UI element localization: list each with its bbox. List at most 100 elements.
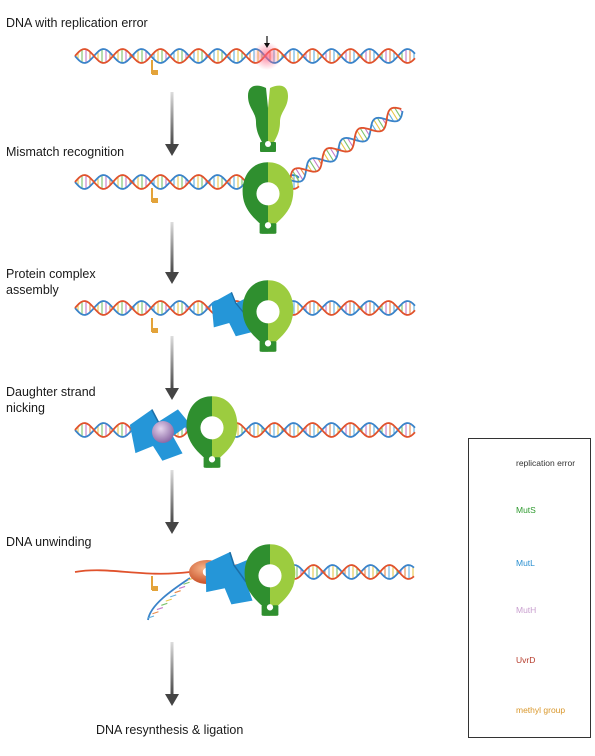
arrow-shaft [170, 222, 174, 274]
base-pair-rung [152, 611, 159, 615]
muts-icon [186, 396, 238, 468]
muts-right-arm [268, 85, 288, 152]
base-pair-rung [183, 581, 190, 585]
protein-layer [129, 85, 296, 616]
strand-blue [289, 110, 404, 183]
methyl-group-icon [151, 318, 158, 333]
base-pair-rung [371, 123, 377, 132]
base-pair-rung [306, 163, 313, 172]
muts-icon [242, 162, 294, 234]
step-label-3: Protein complex assembly [6, 267, 96, 297]
legend-box: replication error MutS MutL MutH UvrD me… [468, 438, 591, 738]
base-pair-rung [364, 127, 370, 136]
methyl-foot [152, 70, 158, 75]
muts-right-lobe [212, 396, 238, 468]
step-arrow [165, 642, 179, 706]
base-pair-rung [329, 147, 337, 159]
muts-dna-hole [200, 416, 224, 440]
methyl-foot [152, 586, 158, 591]
muts-dna-hole [258, 564, 282, 588]
arrow-head [165, 694, 179, 706]
strand-red [74, 48, 416, 64]
legend-label-methyl-group: methyl group [516, 705, 566, 715]
error-glow [253, 42, 281, 70]
muts-dna-hole [256, 300, 280, 324]
step-label-4: Daughter strand nicking [6, 385, 96, 415]
muts-right-lobe [268, 162, 294, 234]
muts-base [203, 457, 221, 468]
methyl-group-icon [151, 188, 158, 203]
muts-left-lobe [242, 162, 268, 234]
mutl-fold [229, 551, 247, 583]
muts-icon [242, 280, 294, 352]
base-pair-rung [390, 108, 399, 122]
legend-label-uvrd: UvrD [516, 655, 536, 665]
step-arrow [165, 222, 179, 284]
muts-dna-hole [256, 182, 280, 206]
muts-left-lobe [186, 396, 212, 468]
muts-base [261, 605, 279, 616]
methyl-foot [152, 328, 158, 333]
base-pair-rung [347, 137, 354, 148]
arrow-head [165, 272, 179, 284]
muth-sphere [152, 421, 174, 443]
muts-left-lobe [244, 544, 270, 616]
step-label-2: Mismatch recognition [6, 145, 125, 159]
step-arrow [165, 92, 179, 156]
arrow-shaft [170, 92, 174, 146]
legend-label-mutl: MutL [516, 558, 535, 568]
dna-step-4 [74, 422, 416, 438]
muth-icon [152, 421, 174, 443]
base-pair-rung [299, 168, 306, 176]
replication-error-icon [253, 42, 281, 70]
base-pair-rung [174, 590, 181, 594]
muts-right-lobe [268, 280, 294, 352]
error-marker-arrow [264, 36, 270, 48]
step-label-1: DNA with replication error [6, 16, 148, 30]
legend-label-replication-error: replication error [516, 458, 576, 468]
base-pair-rung [170, 594, 177, 598]
muts-base-hole [208, 456, 216, 463]
base-pair-rung [147, 615, 155, 619]
muts-right-lobe [270, 544, 296, 616]
error-arrow-head [264, 43, 270, 48]
helix-rotated [289, 106, 404, 183]
base-pair-rung [178, 585, 186, 589]
arrow-shaft [170, 336, 174, 390]
muts-icon [248, 85, 288, 152]
muts-left-arm [248, 85, 268, 152]
base-pair-rung [359, 127, 368, 140]
step-arrow [165, 470, 179, 534]
legend-label-muth: MutH [516, 605, 537, 615]
arrow-head [165, 388, 179, 400]
muts-icon [244, 544, 296, 616]
base-pair-rung [161, 602, 168, 606]
step-label-6: DNA resynthesis & ligation [96, 723, 244, 737]
methyl-foot [152, 198, 158, 203]
muts-base [259, 341, 277, 352]
muts-base-hole [265, 141, 271, 147]
muts-left-lobe [242, 280, 268, 352]
base-pair-rung [394, 107, 402, 118]
dna-step-2-rising [289, 106, 404, 183]
base-pair-rung [356, 130, 365, 142]
unwound-single-strands [74, 569, 195, 621]
base-pair-rung [165, 598, 172, 602]
muts-base-hole [266, 604, 274, 611]
step-arrow [165, 336, 179, 400]
arrow-shaft [170, 642, 174, 696]
single-strand-blue [147, 577, 191, 621]
base-pair-rung [342, 138, 351, 151]
base-pair-rung [308, 159, 317, 172]
arrow-layer [165, 92, 179, 706]
base-pair-rung [292, 170, 300, 183]
base-pair-rung [339, 141, 347, 152]
strand-red [289, 106, 402, 181]
helix-segment [289, 106, 404, 183]
base-pair-rung [387, 112, 395, 122]
muts-base-hole [264, 340, 272, 347]
arrow-head [165, 522, 179, 534]
methyl-group-icon [151, 576, 158, 591]
arrow-head [165, 144, 179, 156]
base-pair-rung [376, 117, 385, 130]
